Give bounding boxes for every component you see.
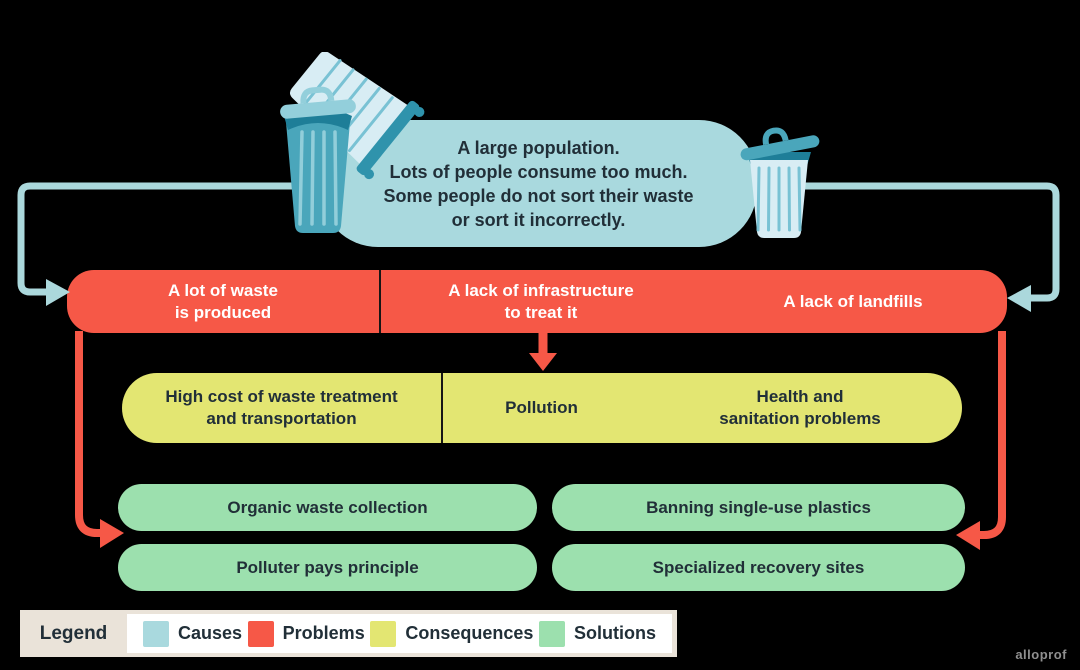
solution-label: Organic waste collection (227, 497, 428, 517)
legend-items: Causes Problems Consequences Solutions (127, 614, 672, 653)
problem-label: A lack of infrastructure to treat it (448, 280, 634, 322)
problem-item: A lack of landfills (701, 270, 1005, 333)
problems-to-solutions-right-arrow (980, 331, 1006, 539)
solution-box: Polluter pays principle (118, 544, 537, 591)
problem-label: A lot of waste is produced (168, 280, 278, 322)
legend-item-problems: Problems (247, 620, 365, 647)
problems-to-consequences-arrow (529, 332, 557, 371)
solution-box: Specialized recovery sites (552, 544, 965, 591)
problem-item: A lack of infrastructure to treat it (381, 270, 701, 333)
consequence-label: Pollution (505, 398, 578, 417)
legend-title: Legend (39, 622, 108, 644)
solution-box: Banning single-use plastics (552, 484, 965, 531)
legend-label: Consequences (405, 623, 534, 643)
legend-label: Causes (178, 623, 243, 643)
causes-box: A large population. Lots of people consu… (320, 120, 757, 247)
down-red-arrowhead-icon (529, 353, 557, 371)
legend-item-solutions: Solutions (539, 620, 656, 647)
right-red-arrowhead-icon (956, 521, 980, 550)
problems-to-solutions-left-arrow (75, 331, 100, 537)
problems-swatch-icon (247, 620, 274, 647)
problem-label: A lack of landfills (783, 291, 923, 311)
legend-item-causes: Causes (143, 620, 243, 647)
solution-label: Banning single-use plastics (646, 497, 871, 517)
causes-swatch-icon (143, 620, 169, 647)
consequences-bar: High cost of waste treatment and transpo… (122, 373, 962, 443)
consequence-item: High cost of waste treatment and transpo… (122, 373, 443, 443)
consequence-label: High cost of waste treatment and transpo… (165, 387, 398, 428)
solution-label: Specialized recovery sites (652, 557, 865, 577)
problem-item: A lot of waste is produced (67, 270, 381, 333)
right-teal-arrowhead-icon (1007, 285, 1031, 312)
consequence-item: Health and sanitation problems (640, 373, 960, 443)
legend: Legend Causes Problems Consequences Solu… (20, 610, 677, 657)
solution-label: Polluter pays principle (236, 557, 419, 577)
consequences-swatch-icon (370, 620, 397, 647)
solutions-swatch-icon (539, 620, 565, 647)
solution-box: Organic waste collection (118, 484, 537, 531)
consequence-label: Health and sanitation problems (719, 387, 881, 428)
causes-text: A large population. Lots of people consu… (383, 137, 694, 230)
left-red-arrowhead-icon (100, 519, 124, 548)
legend-label: Solutions (574, 623, 656, 643)
watermark: alloprof (1015, 647, 1067, 662)
legend-label: Problems (282, 623, 365, 643)
consequence-item: Pollution (443, 373, 640, 443)
problems-bar: A lot of waste is produced A lack of inf… (67, 270, 1007, 333)
legend-item-consequences: Consequences (370, 620, 534, 647)
